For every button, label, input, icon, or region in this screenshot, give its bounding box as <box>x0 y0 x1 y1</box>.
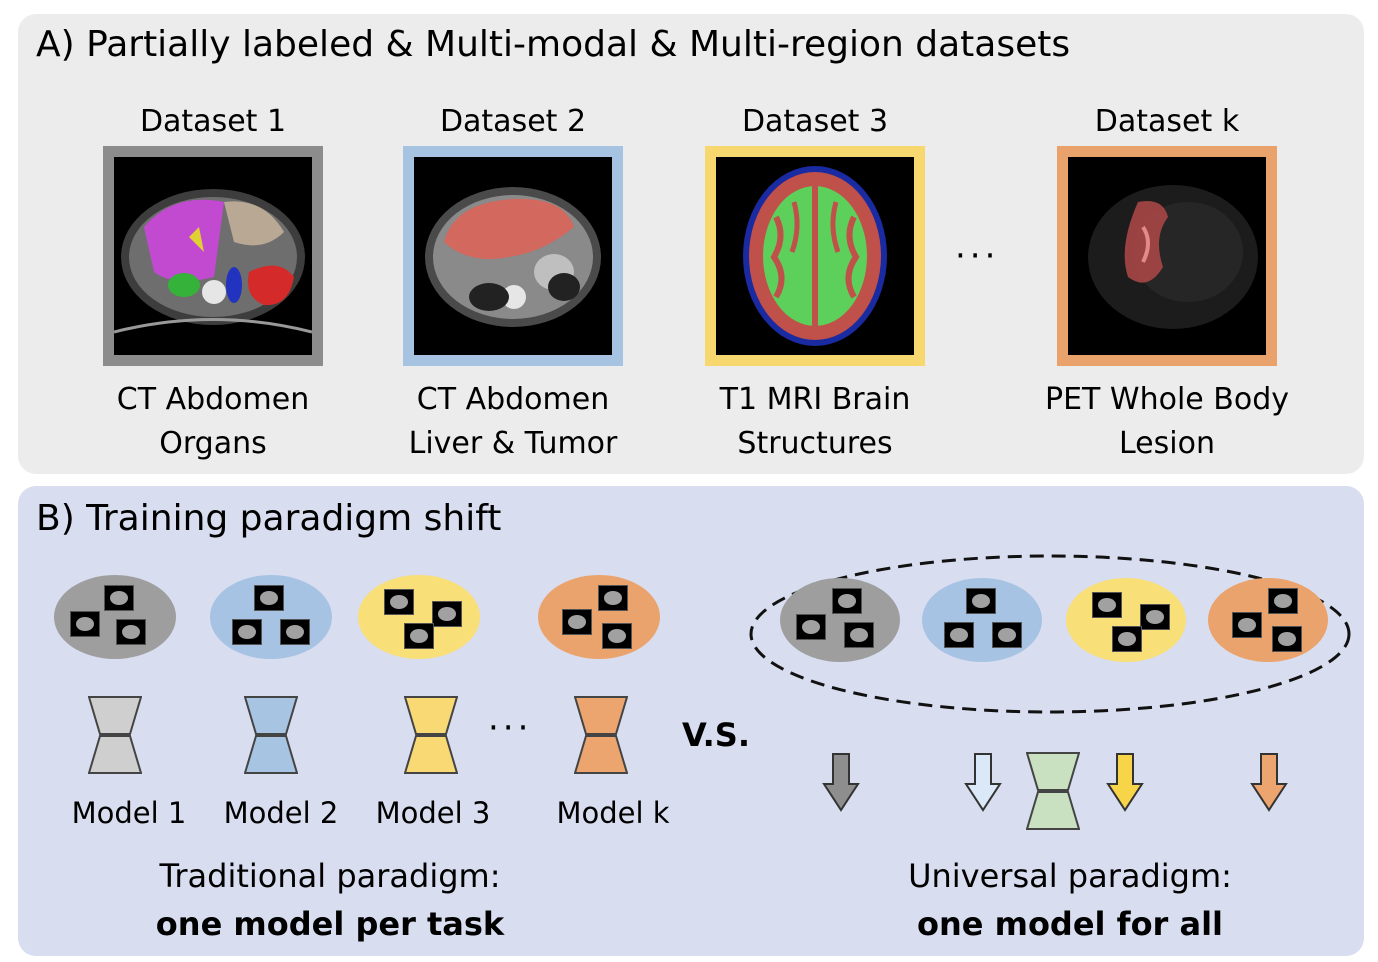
versus-label: V.S. <box>682 716 750 754</box>
dataset-1-modality: CT Abdomen <box>116 382 310 417</box>
dataset-2-image <box>403 146 623 366</box>
panel-training-paradigm <box>18 486 1364 956</box>
model-2-icon <box>244 696 298 774</box>
universal-model-icon <box>1026 752 1080 830</box>
dataset-k-image <box>1057 146 1277 366</box>
model-ellipsis: ··· <box>488 708 533 748</box>
model-k-icon <box>574 696 628 774</box>
model-3-icon <box>404 696 458 774</box>
dataset-k-modality: PET Whole Body <box>1045 382 1289 417</box>
dataset-3-image <box>705 146 925 366</box>
model-k-label: Model k <box>556 796 670 830</box>
model-1-icon <box>88 696 142 774</box>
arrow-down-icon <box>1250 753 1288 812</box>
universal-paradigm-title: Universal paradigm: <box>908 857 1232 895</box>
dataset-2-modality: CT Abdomen <box>416 382 610 417</box>
panel-b-title: B) Training paradigm shift <box>36 498 502 539</box>
dataset-1-caption: CT Abdomen Organs <box>83 378 343 466</box>
dataset-k-label: Dataset k <box>1094 104 1240 139</box>
dataset-1-image <box>103 146 323 366</box>
dataset-1-cluster <box>54 575 176 659</box>
arrow-down-icon <box>1106 753 1144 812</box>
dataset-1-target: Organs <box>159 426 267 461</box>
dataset-3-caption: T1 MRI Brain Structures <box>685 378 945 466</box>
dataset-2-label: Dataset 2 <box>439 104 587 139</box>
dataset-3-target: Structures <box>737 426 893 461</box>
universal-cluster-2 <box>922 578 1042 662</box>
dataset-2-target: Liver & Tumor <box>408 426 618 461</box>
dataset-3-modality: T1 MRI Brain <box>719 382 911 417</box>
dataset-3-cluster <box>358 575 480 659</box>
universal-cluster-4 <box>1208 578 1328 662</box>
dataset-2-cluster <box>210 575 332 659</box>
arrow-down-icon <box>822 753 860 812</box>
universal-paradigm-caption: Universal paradigm: one model for all <box>840 852 1300 948</box>
universal-cluster-3 <box>1066 578 1186 662</box>
universal-cluster-1 <box>780 578 900 662</box>
dataset-k-caption: PET Whole Body Lesion <box>1027 378 1307 466</box>
traditional-paradigm-title: Traditional paradigm: <box>159 857 501 895</box>
dataset-k-cluster <box>538 575 660 659</box>
dataset-k-target: Lesion <box>1119 426 1215 461</box>
dataset-ellipsis: ··· <box>955 236 1000 276</box>
traditional-paradigm-caption: Traditional paradigm: one model per task <box>100 852 560 948</box>
universal-dataset-group <box>749 554 1351 714</box>
arrow-down-icon <box>964 753 1002 812</box>
dataset-2-caption: CT Abdomen Liver & Tumor <box>383 378 643 466</box>
traditional-paradigm-subtitle: one model per task <box>155 905 505 943</box>
dataset-3-label: Dataset 3 <box>741 104 889 139</box>
model-1-label: Model 1 <box>71 796 187 830</box>
panel-a-title: A) Partially labeled & Multi-modal & Mul… <box>36 24 1071 65</box>
model-2-label: Model 2 <box>223 796 339 830</box>
dataset-1-label: Dataset 1 <box>139 104 287 139</box>
model-3-label: Model 3 <box>375 796 491 830</box>
universal-paradigm-subtitle: one model for all <box>916 905 1223 943</box>
